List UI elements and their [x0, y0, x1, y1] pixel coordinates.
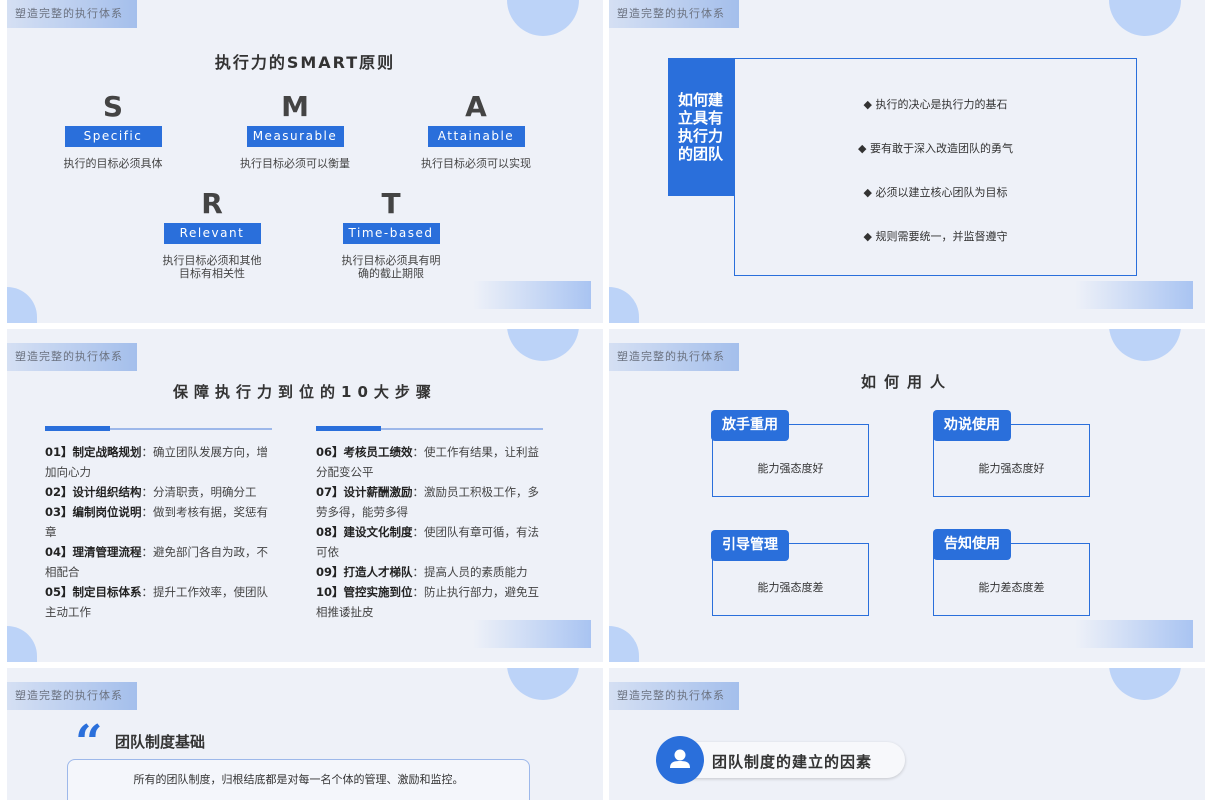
- card-text: 能力强态度好: [757, 462, 824, 475]
- section-heading: 团队制度基础: [115, 733, 206, 751]
- slide-ten-steps[interactable]: 塑造完整的执行体系 保障执行力到位的10大步骤 01】制定战略规划：确立团队发展…: [7, 329, 603, 662]
- card-badge: 放手重用: [711, 410, 789, 441]
- slide-how-to-use-people[interactable]: 塑造完整的执行体系 如何用人 放手重用 能力强态度好 劝说使用 能力强态度好 引…: [609, 329, 1205, 662]
- header-tag: 塑造完整的执行体系: [7, 682, 137, 710]
- decor-quarter-circle: [7, 287, 37, 323]
- decor-gradient-bar: [473, 281, 591, 309]
- step-item: 02】设计组织结构：分清职责，明确分工: [45, 485, 257, 499]
- slide-smart-principles[interactable]: 塑造完整的执行体系 执行力的SMART原则 S Specific 执行的目标必须…: [7, 0, 603, 323]
- section-heading: 团队制度的建立的因素: [712, 753, 873, 771]
- smart-item-a: A Attainable 执行目标必须可以实现: [416, 90, 536, 171]
- list-item: ◆ 规则需要统一，并监督遵守: [863, 230, 1008, 243]
- user-icon: [656, 736, 704, 784]
- steps-column-right: 06】考核员工绩效：使工作有结果，让利益分配变公平 07】设计薪酬激励：激励员工…: [316, 426, 543, 622]
- decor-circle: [1109, 329, 1181, 361]
- slide-title: 保障执行力到位的10大步骤: [173, 383, 437, 401]
- slide-title: 执行力的SMART原则: [214, 53, 396, 72]
- list-item: ◆ 要有敢于深入改造团队的勇气: [858, 142, 1013, 155]
- smart-letter: R: [201, 187, 223, 220]
- step-item: 06】考核员工绩效：使工作有结果，让利益分配变公平: [316, 445, 540, 479]
- decor-quarter-circle: [7, 626, 37, 662]
- step-item: 01】制定战略规划：确立团队发展方向，增加向心力: [45, 445, 269, 479]
- smart-label: Measurable: [246, 126, 344, 147]
- list-item: ◆ 必须以建立核心团队为目标: [863, 186, 1008, 199]
- smart-letter: T: [381, 187, 401, 220]
- card-text: 能力强态度好: [978, 462, 1045, 475]
- smart-item-t: T Time-based 执行目标必须具有明确的截止期限: [331, 187, 451, 281]
- smart-item-s: S Specific 执行的目标必须具体: [53, 90, 173, 171]
- decor-quarter-circle: [609, 626, 639, 662]
- header-tag: 塑造完整的执行体系: [7, 343, 137, 371]
- step-item: 03】编制岗位说明：做到考核有据，奖惩有章: [45, 505, 269, 539]
- slide-team-system-factors[interactable]: 塑造完整的执行体系 团队制度的建立的因素: [609, 668, 1205, 800]
- side-label: 如何建立具有执行力的团队: [668, 58, 735, 196]
- column-divider: [316, 426, 543, 431]
- step-item: 09】打造人才梯队：提高人员的素质能力: [316, 565, 528, 579]
- decor-circle: [507, 668, 579, 700]
- decor-quarter-circle: [609, 287, 639, 323]
- card-badge: 劝说使用: [933, 410, 1011, 441]
- header-tag: 塑造完整的执行体系: [609, 0, 739, 28]
- card-text: 能力差态度差: [978, 581, 1045, 594]
- decor-gradient-bar: [1075, 281, 1193, 309]
- decor-circle: [507, 329, 579, 361]
- decor-circle: [1109, 0, 1181, 36]
- step-item: 04】理清管理流程：避免部门各自为政，不相配合: [45, 545, 269, 579]
- decor-gradient-bar: [473, 620, 591, 648]
- card-badge: 告知使用: [933, 529, 1011, 560]
- smart-letter: A: [465, 90, 487, 123]
- smart-label: Specific: [64, 126, 162, 147]
- column-divider: [45, 426, 272, 431]
- list-item: ◆ 执行的决心是执行力的基石: [863, 98, 1008, 111]
- decor-circle: [507, 0, 579, 36]
- slide-team-system-basis[interactable]: 塑造完整的执行体系 “ 团队制度基础 所有的团队制度，归根结底都是对每一名个体的…: [7, 668, 603, 800]
- smart-item-m: M Measurable 执行目标必须可以衡量: [235, 90, 355, 171]
- smart-label: Time-based: [342, 223, 440, 244]
- card-text: 能力强态度差: [757, 581, 824, 594]
- step-item: 07】设计薪酬激励：激励员工积极工作，多劳多得，能劳多得: [316, 485, 540, 519]
- text-box: [67, 759, 530, 800]
- slide-title: 如何用人: [860, 373, 953, 391]
- smart-desc: 执行目标必须可以衡量: [240, 157, 350, 170]
- decor-gradient-bar: [1075, 620, 1193, 648]
- smart-desc: 执行的目标必须具体: [63, 157, 163, 170]
- slide-build-team[interactable]: 塑造完整的执行体系 如何建立具有执行力的团队 ◆ 执行的决心是执行力的基石 ◆ …: [609, 0, 1205, 323]
- header-tag: 塑造完整的执行体系: [609, 343, 739, 371]
- body-text: 所有的团队制度，归根结底都是对每一名个体的管理、激励和监控。: [133, 773, 464, 786]
- step-item: 08】建设文化制度：使团队有章可循，有法可依: [316, 525, 540, 559]
- smart-letter: M: [281, 90, 309, 123]
- smart-letter: S: [102, 90, 124, 123]
- steps-column-left: 01】制定战略规划：确立团队发展方向，增加向心力 02】设计组织结构：分清职责，…: [45, 426, 272, 622]
- smart-desc: 执行目标必须具有明确的截止期限: [341, 254, 441, 280]
- header-tag: 塑造完整的执行体系: [7, 0, 137, 28]
- smart-label: Relevant: [163, 223, 261, 244]
- smart-label: Attainable: [427, 126, 525, 147]
- smart-desc: 执行目标必须和其他目标有相关性: [162, 254, 262, 280]
- header-tag: 塑造完整的执行体系: [609, 682, 739, 710]
- step-item: 05】制定目标体系：提升工作效率，使团队主动工作: [45, 585, 269, 619]
- smart-desc: 执行目标必须可以实现: [421, 157, 531, 170]
- card-badge: 引导管理: [711, 530, 789, 561]
- smart-item-r: R Relevant 执行目标必须和其他目标有相关性: [152, 187, 272, 281]
- step-item: 10】管控实施到位：防止执行部力，避免互相推诿扯皮: [316, 585, 540, 619]
- decor-circle: [1109, 668, 1181, 700]
- content-box: [734, 58, 1137, 276]
